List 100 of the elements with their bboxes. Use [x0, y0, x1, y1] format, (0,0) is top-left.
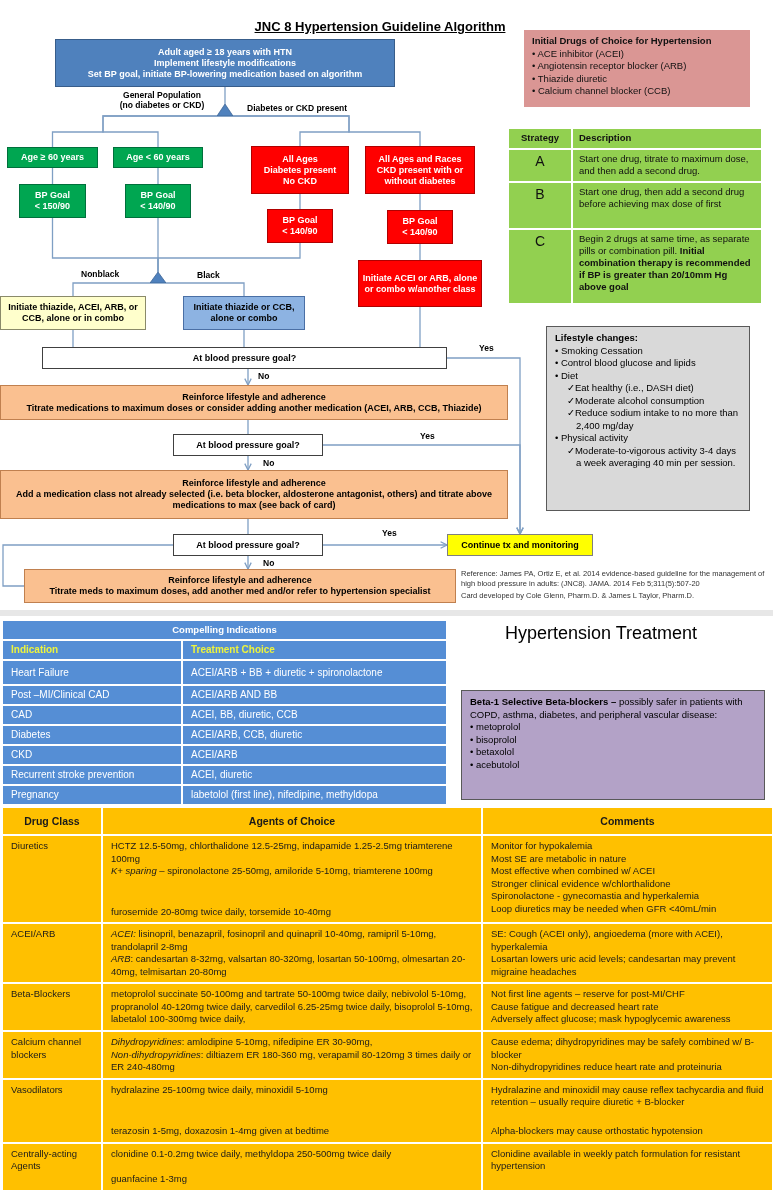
- connector-line: [2, 544, 174, 587]
- decision-box: [173, 434, 323, 456]
- edge-label: No: [262, 558, 276, 568]
- column-header: Indication: [3, 641, 181, 659]
- table-cell: ACEI/ARB AND BB: [183, 686, 446, 704]
- edge-label: No: [257, 371, 271, 381]
- split-triangle: [150, 272, 166, 283]
- connector-line: [247, 419, 249, 435]
- connector-line: [72, 329, 74, 348]
- edge-label: Diabetes or CKD present: [246, 103, 349, 113]
- column-header: Agents of Choice: [103, 808, 481, 834]
- table-cell: Heart Failure: [3, 661, 181, 684]
- cell-text: ACEI: lisinopril, benazapril, fosinopril and quinapril 10-40mg, ramipril 5-10mg, trandolapril 2-8mg: [111, 928, 438, 953]
- table-cell: ACEI, BB, diuretic, CCB: [183, 706, 446, 724]
- edge-label: Yes: [478, 343, 495, 353]
- box-text: All Ages and Races: [378, 153, 462, 165]
- connector-line: [102, 115, 226, 148]
- process-box: [365, 146, 475, 194]
- list-item: • metoprolol: [470, 721, 522, 734]
- table-cell: Centrally-acting Agents: [3, 1143, 101, 1190]
- cell-text: Stronger clinical evidence w/chlorthalidone: [491, 877, 671, 890]
- table-cell: CKD: [3, 746, 181, 764]
- arrow: [322, 541, 448, 549]
- table-cell: CAD: [3, 706, 181, 724]
- table-cell: metoprolol succinate 50-100mg and tartrate 50-100mg twice daily, nebivolol 5-10mg, propranolol 40-120mg twice daily, carvedilol 6.25-25mg twice daily, bisoprolol 5-10mg, labetalol 100-300mg twice daily,: [103, 984, 481, 1030]
- table-cell: Recurrent stroke prevention: [3, 766, 181, 784]
- cell-text: terazosin 1-5mg, doxazosin 1-4mg given at bedtime: [111, 1125, 330, 1138]
- connector-line: [419, 306, 421, 348]
- table-title-cell: Compelling Indications: [3, 621, 446, 639]
- table-cell: ACEI/ARB: [183, 746, 446, 764]
- cell-text: Non-dihydropyridines: diltiazem ER 180-360 mg, verapamil 80-120mg 3 times daily or ER 240-480mg: [111, 1048, 473, 1074]
- list-item: • Calcium channel blocker (CCB): [532, 85, 671, 98]
- box-text: Initiate thiazide, ACEI, ARB, or CCB, alone or in combo: [7, 302, 139, 324]
- list-item: • Smoking Cessation: [555, 344, 643, 357]
- box-text: Set BP goal, initiate BP-lowering medication based on algorithm: [87, 68, 363, 80]
- cell-text: Hydralazine and minoxidil may cause reflex tachycardia and fluid retention – usually require diuretic + B-blocker: [491, 1083, 764, 1109]
- cell-text: Spironolactone - gynecomastia and hyperkalemia: [491, 890, 700, 903]
- cell-text: K+ sparing – spironolactone 25-50mg, amiloride 5-10mg, triamterene 100mg: [111, 865, 433, 878]
- cell-text: Adversely affect glucose; mask hypoglycemic awareness: [491, 1013, 731, 1026]
- table-cell: B: [509, 183, 571, 228]
- process-box: [113, 147, 203, 168]
- box-text: Adult aged ≥ 18 years with HTN: [158, 46, 292, 58]
- column-header: Strategy: [509, 129, 571, 148]
- table-cell: Begin 2 drugs at same time, as separate pills or combination pill. Initial combination therapy is recommended if BP is greater than 20/10mm Hg above goal: [573, 230, 761, 303]
- connector-line: [419, 193, 421, 211]
- edge-label: Black: [196, 270, 221, 280]
- table-cell: ACEI/ARB: [3, 924, 101, 982]
- box-text: At blood pressure goal?: [196, 439, 300, 451]
- decision-box: [42, 347, 447, 369]
- edge-label: Yes: [419, 431, 436, 441]
- info-panel: [546, 326, 750, 511]
- connector-line: [72, 282, 159, 297]
- table-cell: Calcium channel blockers: [3, 1032, 101, 1078]
- box-text: BP Goal: [140, 190, 176, 201]
- cell-text: guanfacine 1-3mg: [111, 1173, 188, 1186]
- cell-text: Alpha-blockers may cause orthostatic hypotension: [491, 1125, 703, 1138]
- list-item: • bisoprolol: [470, 733, 518, 746]
- box-text: Reinforce lifestyle and adherence: [168, 575, 312, 586]
- arrow: [322, 444, 524, 535]
- table-cell: Beta-Blockers: [3, 984, 101, 1030]
- box-text: BP Goal: [282, 215, 318, 226]
- table-cell: ACEI/ARB + BB + diuretic + spironolactone: [183, 661, 446, 684]
- connector-line: [224, 115, 421, 147]
- box-text: CKD present with or without diabetes: [375, 164, 465, 187]
- connector-line: [243, 329, 245, 348]
- box-text: < 140/90: [402, 227, 438, 238]
- table-cell: C: [509, 230, 571, 303]
- cell-text: Not first line agents – reserve for post-MI/CHF: [491, 988, 685, 1001]
- info-panel: [524, 30, 750, 107]
- box-text: Reinforce lifestyle and adherence: [182, 478, 326, 489]
- process-box: [0, 296, 146, 330]
- box-text: BP Goal: [402, 216, 438, 227]
- result-box: [447, 534, 593, 556]
- cell-text: HCTZ 12.5-50mg, chlorthalidone 12.5-25mg, indapamide 1.25-2.5mg triamterene 100mg: [111, 840, 454, 865]
- connector-line: [157, 167, 159, 185]
- cell-text: Most effective when combined w/ ACEI: [491, 865, 656, 878]
- cell-text: Monitor for hypokalemia: [491, 840, 593, 853]
- column-header: Drug Class: [3, 808, 101, 834]
- box-text: Continue tx and monitoring: [461, 539, 579, 551]
- process-box: [19, 184, 86, 218]
- process-box: [183, 296, 305, 330]
- table-cell: ACEI/ARB, CCB, diuretic: [183, 726, 446, 744]
- process-box: [387, 210, 453, 244]
- box-text: At blood pressure goal?: [196, 539, 300, 551]
- process-box: [267, 209, 333, 243]
- box-text: At blood pressure goal?: [192, 352, 297, 364]
- process-box: [251, 146, 349, 194]
- edge-label: Yes: [381, 528, 398, 538]
- list-item: • Angiotensin receptor blocker (ARB): [532, 60, 687, 73]
- diagram-title: JNC 8 Hypertension Guideline Algorithm: [254, 19, 506, 34]
- process-box: [0, 470, 508, 519]
- arrow: [244, 455, 252, 471]
- cell-text: SE: Cough (ACEI only), angioedema (more with ACEI), hyperkalemia: [491, 928, 724, 953]
- decision-box: [173, 534, 323, 556]
- list-item: • ACE inhibitor (ACEI): [532, 47, 625, 60]
- connector-line: [419, 243, 421, 261]
- cell-text: hydralazine 25-100mg twice daily, minoxidil 5-10mg: [111, 1083, 328, 1096]
- process-box: [0, 385, 508, 420]
- cell-text: furosemide 20-80mg twice daily, torsemide 10-40mg: [111, 905, 331, 918]
- split-triangle: [217, 104, 233, 116]
